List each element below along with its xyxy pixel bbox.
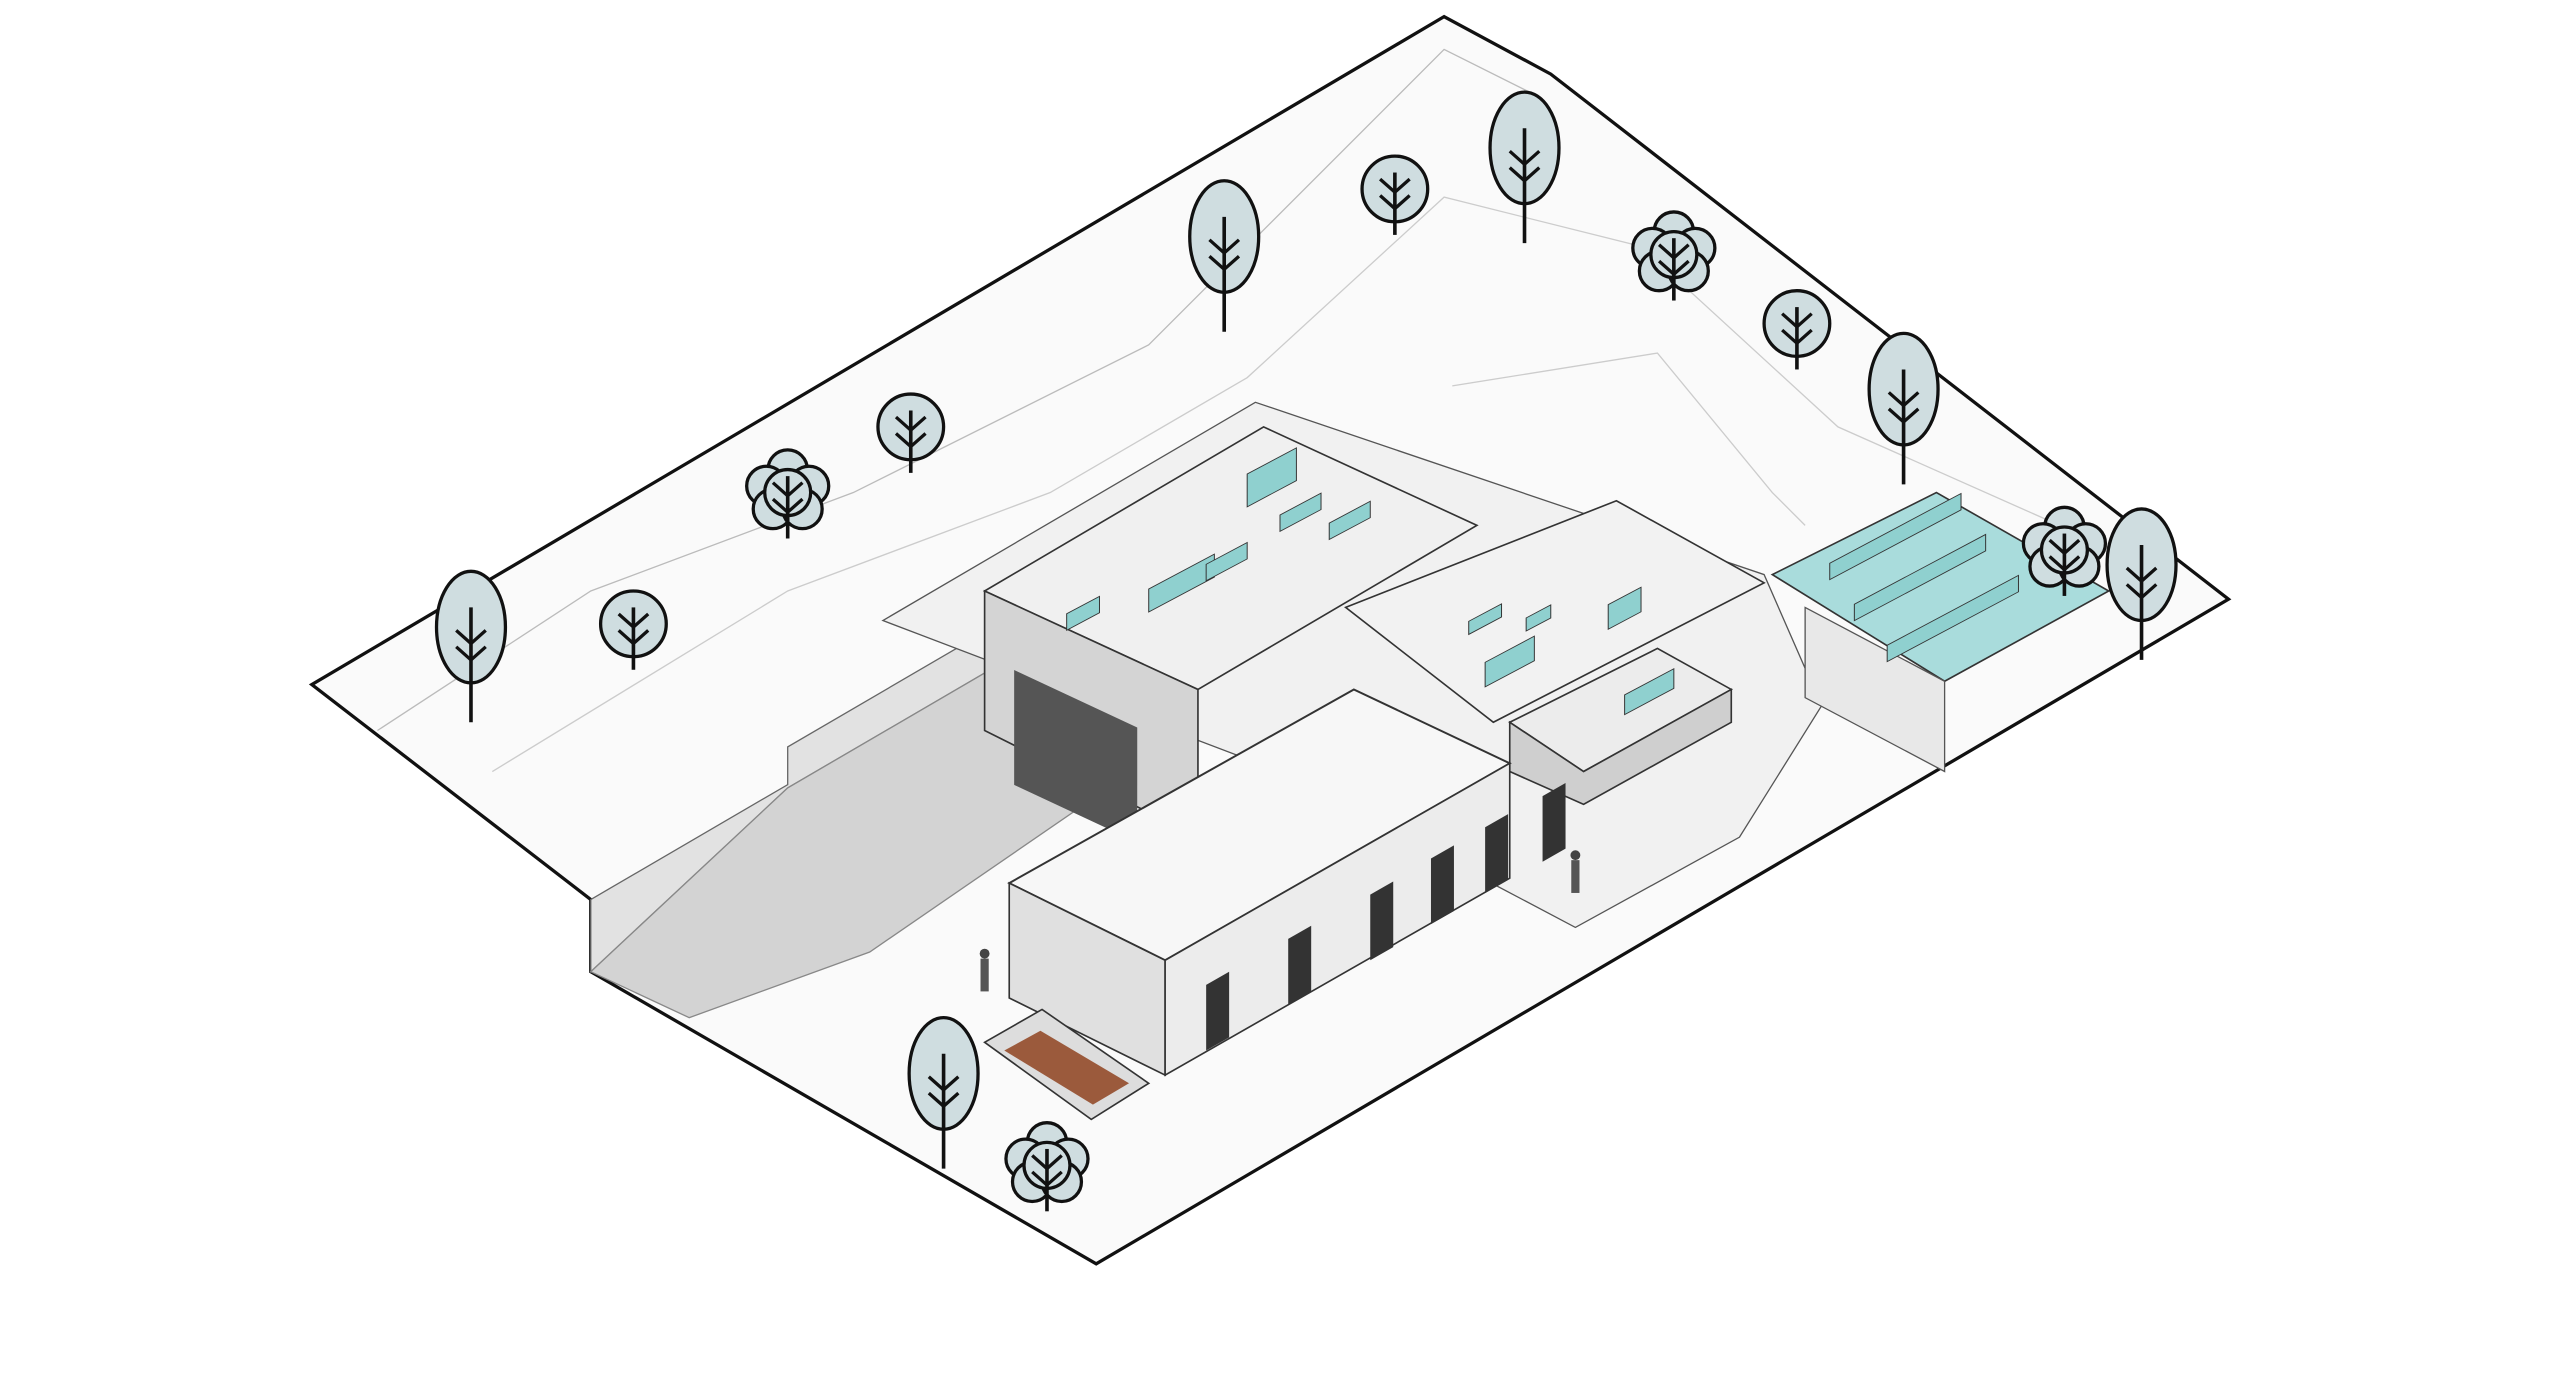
tree-icon [434, 569, 508, 723]
garage-door [1014, 670, 1138, 843]
people [979, 850, 1581, 992]
furniture-item [1205, 541, 1248, 582]
tree-branch [927, 1075, 960, 1093]
furniture-item [1886, 574, 2019, 663]
tree-branch [1508, 166, 1541, 183]
terrain-contour [377, 48, 1543, 732]
tree-branch [1781, 312, 1813, 329]
tree-branch [2048, 555, 2081, 572]
furniture-item [1468, 603, 1503, 636]
furniture-item [1484, 635, 1535, 688]
window [1485, 814, 1509, 893]
tree-branch [2125, 583, 2158, 600]
furniture [1066, 447, 2019, 716]
tree-branch [455, 645, 487, 663]
living-block-roof [1344, 499, 1766, 724]
furniture-item [1246, 447, 1297, 508]
tree-icon [598, 589, 668, 670]
window [1206, 971, 1230, 1051]
tree-icon [1867, 331, 1940, 485]
tree-branch [1208, 255, 1241, 272]
person-body [1571, 860, 1580, 893]
tree-branch [1657, 259, 1690, 277]
long-wing-side [1164, 761, 1511, 1077]
tree-icon [876, 392, 946, 473]
tree-icon [1004, 1121, 1090, 1212]
tree-branch [1657, 243, 1690, 261]
person-icon [979, 948, 990, 992]
tree-icon [1762, 289, 1832, 370]
tree-branch [2125, 566, 2158, 584]
person-head [979, 948, 990, 959]
furniture-item [1829, 492, 1962, 581]
tree-branch [1887, 391, 1920, 408]
furniture-item [1279, 492, 1322, 533]
balcony-front [1508, 688, 1733, 806]
tree-branch [2048, 538, 2081, 556]
tree-branch [455, 629, 487, 646]
tree-icon [2105, 507, 2178, 660]
tree-icon [1188, 179, 1261, 332]
tree-branch [771, 481, 804, 499]
tree-branch [1379, 194, 1411, 211]
person-head [1570, 850, 1581, 861]
tree-branch [617, 629, 650, 646]
tree-branch [1208, 238, 1241, 256]
furniture-item [1607, 586, 1642, 631]
window [1430, 845, 1454, 925]
furniture-item [1066, 595, 1100, 631]
tree-icon [1631, 210, 1717, 301]
furniture-item [1853, 533, 1987, 622]
planter-wood [1004, 1030, 1130, 1105]
tree-branch [894, 415, 927, 433]
tree-icon [907, 1016, 980, 1169]
tree-icon [2021, 505, 2108, 596]
person-icon [1570, 850, 1581, 893]
tree-branch [1031, 1154, 1063, 1171]
window [1542, 783, 1566, 862]
terrain-contour [491, 196, 2134, 773]
tree-branch [1031, 1170, 1063, 1188]
tree-icon [745, 448, 831, 539]
tree-icon [1360, 154, 1430, 235]
furniture-item [1328, 500, 1371, 541]
tree-branch [617, 612, 650, 630]
window [1288, 925, 1312, 1005]
tree-branch [1781, 328, 1813, 346]
house [982, 425, 2111, 1121]
terrain-contour [1452, 352, 1806, 526]
person-body [980, 958, 989, 992]
carport-side [1804, 606, 1946, 773]
tree-branch [927, 1091, 960, 1109]
tree-branch [1508, 149, 1541, 167]
trees [434, 90, 2178, 1212]
tree-branch [1887, 407, 1920, 425]
furniture-item [1624, 667, 1675, 716]
windows [1206, 783, 1566, 1051]
tree-icon [1488, 90, 1561, 244]
furniture-item [1525, 604, 1552, 632]
tree-branch [771, 497, 804, 515]
window [1370, 881, 1394, 961]
tree-branch [1379, 177, 1411, 195]
tree-branch [894, 432, 927, 449]
